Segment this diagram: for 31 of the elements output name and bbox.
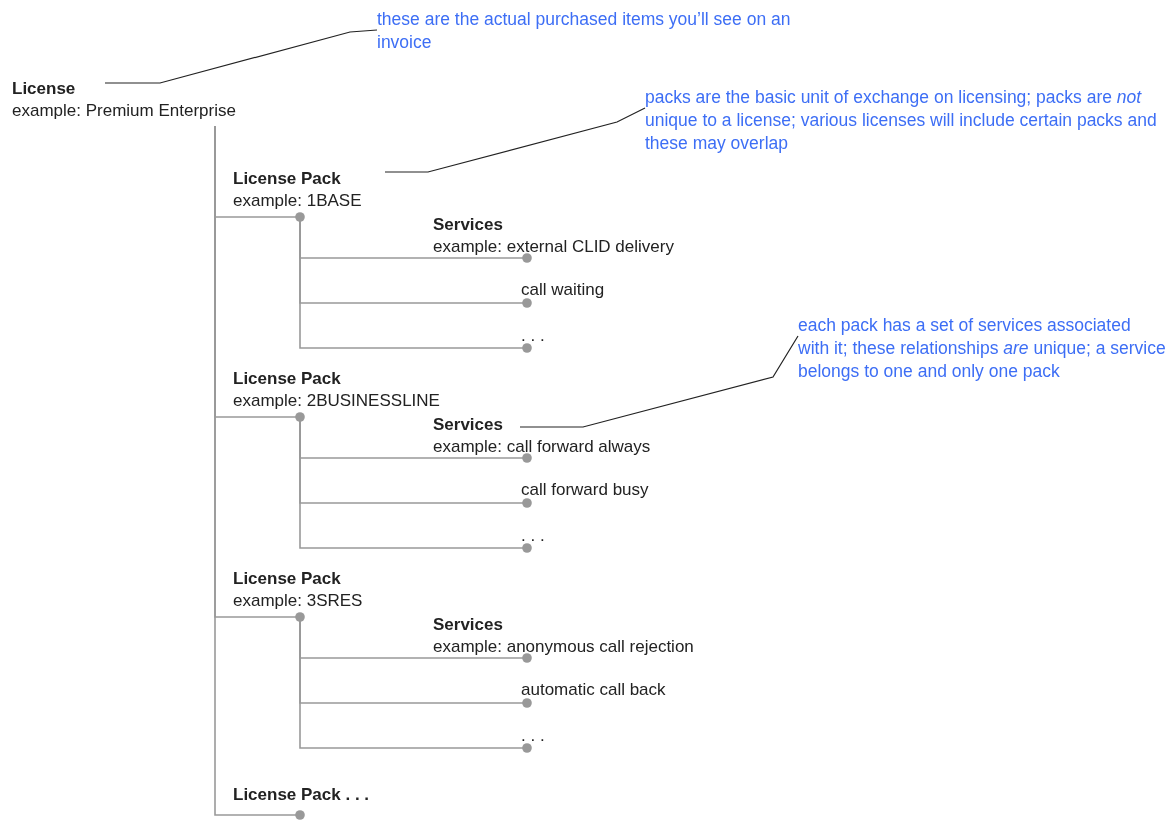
tree-connector <box>214 125 305 820</box>
tree-heading: Services <box>433 414 504 436</box>
service-name: automatic call back <box>521 679 697 708</box>
tree-connector <box>299 616 532 753</box>
example-text: example: external CLID delivery <box>433 236 675 258</box>
leader-line <box>519 335 799 428</box>
service-name: . . . <box>521 325 561 353</box>
tree-heading: Services <box>433 214 504 236</box>
tree-heading: License <box>12 78 77 100</box>
annotation-note: these are the actual purchased items you’ll see on an invoice <box>377 8 817 56</box>
service-name: . . . <box>521 725 561 753</box>
example-text: example: 1BASE <box>233 190 363 212</box>
annotation-note: packs are the basic unit of exchange on licensing; packs are not unique to a license; various licenses will include certain packs and these may overlap <box>645 86 1165 158</box>
leader-line <box>104 29 378 84</box>
tree-heading: License Pack . . . <box>233 784 398 819</box>
service-name: call waiting <box>521 279 631 308</box>
leader-line <box>384 107 646 173</box>
example-text: example: anonymous call rejection <box>433 636 695 658</box>
tree-connector <box>299 416 532 553</box>
tree-connector <box>299 216 532 353</box>
service-name: . . . <box>521 525 561 553</box>
tree-heading: License Pack <box>233 568 342 590</box>
service-name: call forward busy <box>521 479 681 508</box>
tree-heading: License Pack <box>233 368 342 390</box>
annotation-note: each pack has a set of services associated with it; these relationships are unique; a service belongs to one and only one pack <box>798 314 1166 432</box>
example-text: example: Premium Enterprise <box>12 100 237 122</box>
example-text: example: 2BUSINESSLINE <box>233 390 441 412</box>
example-text: example: 3SRES <box>233 590 364 612</box>
example-text: example: call forward always <box>433 436 652 458</box>
tree-heading: License Pack <box>233 168 342 190</box>
tree-heading: Services <box>433 614 504 636</box>
